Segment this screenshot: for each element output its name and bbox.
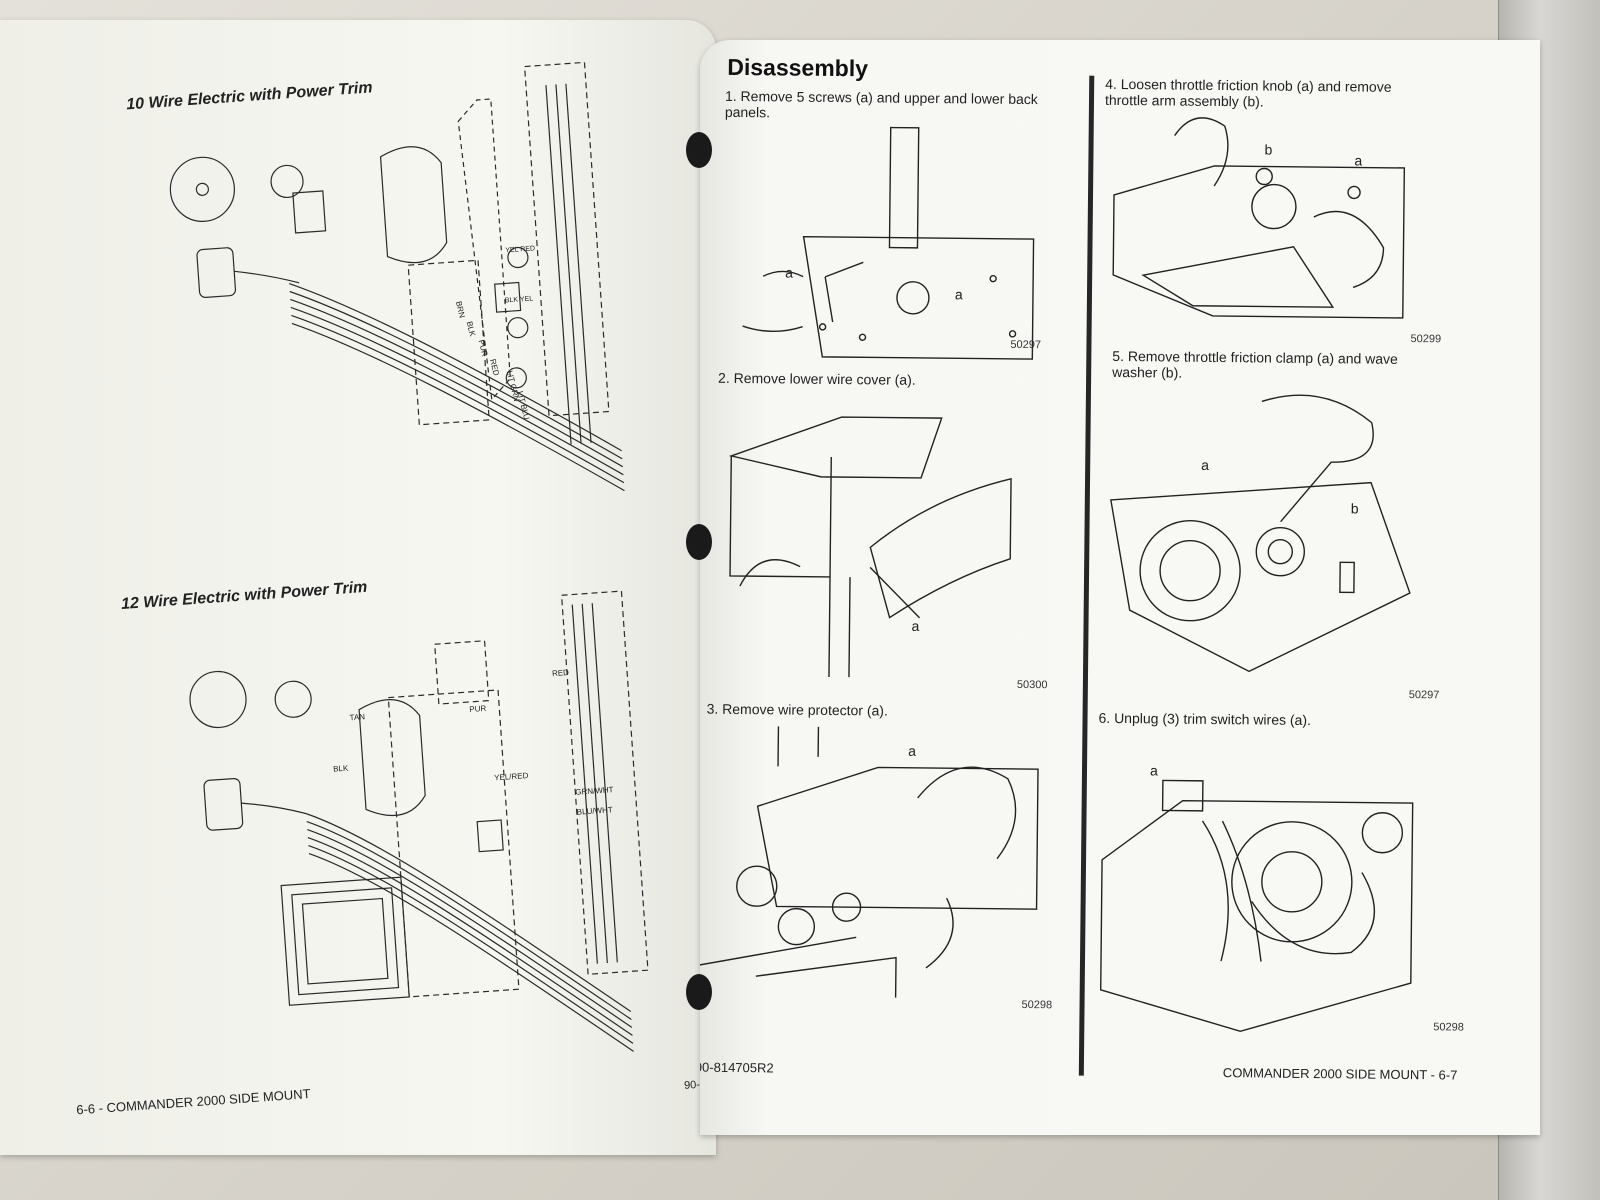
figure-number: 50300	[1016, 678, 1048, 692]
binder-hole	[686, 132, 712, 168]
wire-label: BLK	[332, 763, 349, 774]
figure-number: 50297	[1408, 689, 1440, 702]
figure-step-2	[709, 396, 1062, 700]
wire-label: TAN	[349, 712, 366, 723]
callout-b: b	[1264, 141, 1273, 158]
wire-label: YEL/RED	[493, 771, 529, 783]
step-5-text: 5. Remove throttle friction clamp (a) an…	[1112, 347, 1398, 381]
right-page-footer: COMMANDER 2000 SIDE MOUNT - 6-7	[1222, 1065, 1458, 1083]
figure-step-5	[1109, 390, 1422, 693]
callout-a: a	[1354, 152, 1363, 169]
callout-a: a	[785, 264, 794, 281]
section-title: Disassembly	[727, 53, 869, 82]
wire-label: BLU/WHT	[576, 805, 613, 817]
wire-label: BLK YEL	[504, 295, 534, 305]
figure-number: 50297	[1010, 338, 1042, 352]
figure-number: 50299	[1410, 333, 1442, 346]
callout-b: b	[1350, 500, 1359, 517]
right-page-part-number: 90-814705R2	[700, 1059, 774, 1076]
column-divider	[1078, 75, 1095, 1076]
left-page: 10 Wire Electric with Power Trim	[0, 20, 716, 1155]
callout-a: a	[1149, 762, 1158, 779]
wiring-diagram-10-wire	[128, 98, 675, 533]
wire-label: RED	[551, 667, 570, 679]
wire-label: GRN/WHT	[575, 785, 614, 797]
binder-hole	[686, 974, 712, 1010]
callout-a: a	[954, 286, 963, 303]
figure-step-3	[700, 726, 1058, 1010]
diagram-2-title: 12 Wire Electric with Power Trim	[120, 578, 368, 614]
step-6-text: 6. Unplug (3) trim switch wires (a).	[1098, 709, 1312, 729]
figure-number: 50298	[1021, 998, 1053, 1012]
right-page: Disassembly 1. Remove 5 screws (a) and u…	[700, 40, 1540, 1135]
wire-label: PUR	[469, 703, 487, 714]
figure-step-4	[1113, 115, 1415, 338]
callout-a: a	[1201, 456, 1210, 473]
callout-a: a	[908, 742, 917, 759]
diagram-1-title: 10 Wire Electric with Power Trim	[125, 79, 374, 114]
figure-step-1	[742, 126, 1044, 359]
wiring-diagram-12-wire	[133, 598, 704, 1105]
wire-label: YEL RED	[505, 245, 536, 255]
step-1-text: 1. Remove 5 screws (a) and upper and low…	[724, 87, 1038, 121]
figure-number: 50298	[1433, 1021, 1464, 1034]
step-3-text: 3. Remove wire protector (a).	[706, 700, 889, 719]
callout-a: a	[911, 617, 920, 634]
binder-hole	[686, 524, 712, 560]
step-4-text: 4. Loosen throttle friction knob (a) and…	[1104, 75, 1392, 110]
step-2-text: 2. Remove lower wire cover (a).	[718, 369, 916, 388]
figure-step-6	[1100, 740, 1433, 1033]
